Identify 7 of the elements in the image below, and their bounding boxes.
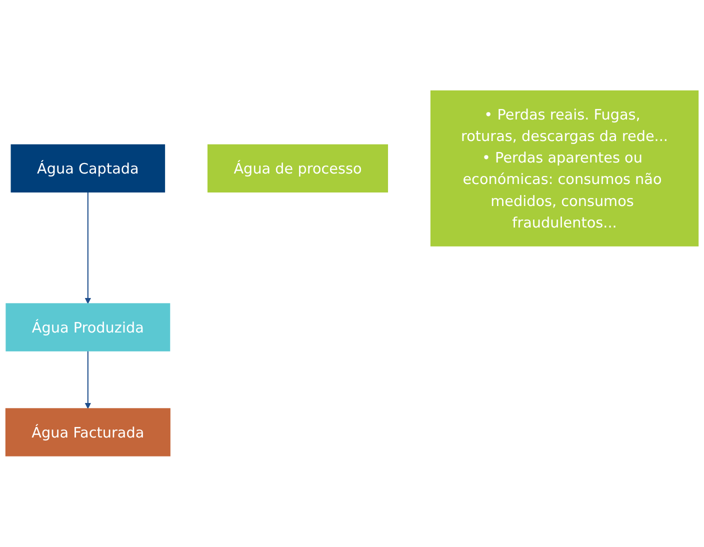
arrow (84, 192, 92, 304)
node-box: Água Facturada (5, 408, 170, 456)
arrow (84, 351, 92, 409)
node-box: • Perdas reais. Fugas, roturas, descargas da rede... • Perdas aparentes ou económicas: consumos não medidos, consumos fraudulentos... (430, 90, 699, 247)
node-box: Água Captada (10, 144, 166, 193)
node-box: Água de processo (207, 144, 388, 193)
node-box: Água Produzida (6, 303, 170, 352)
